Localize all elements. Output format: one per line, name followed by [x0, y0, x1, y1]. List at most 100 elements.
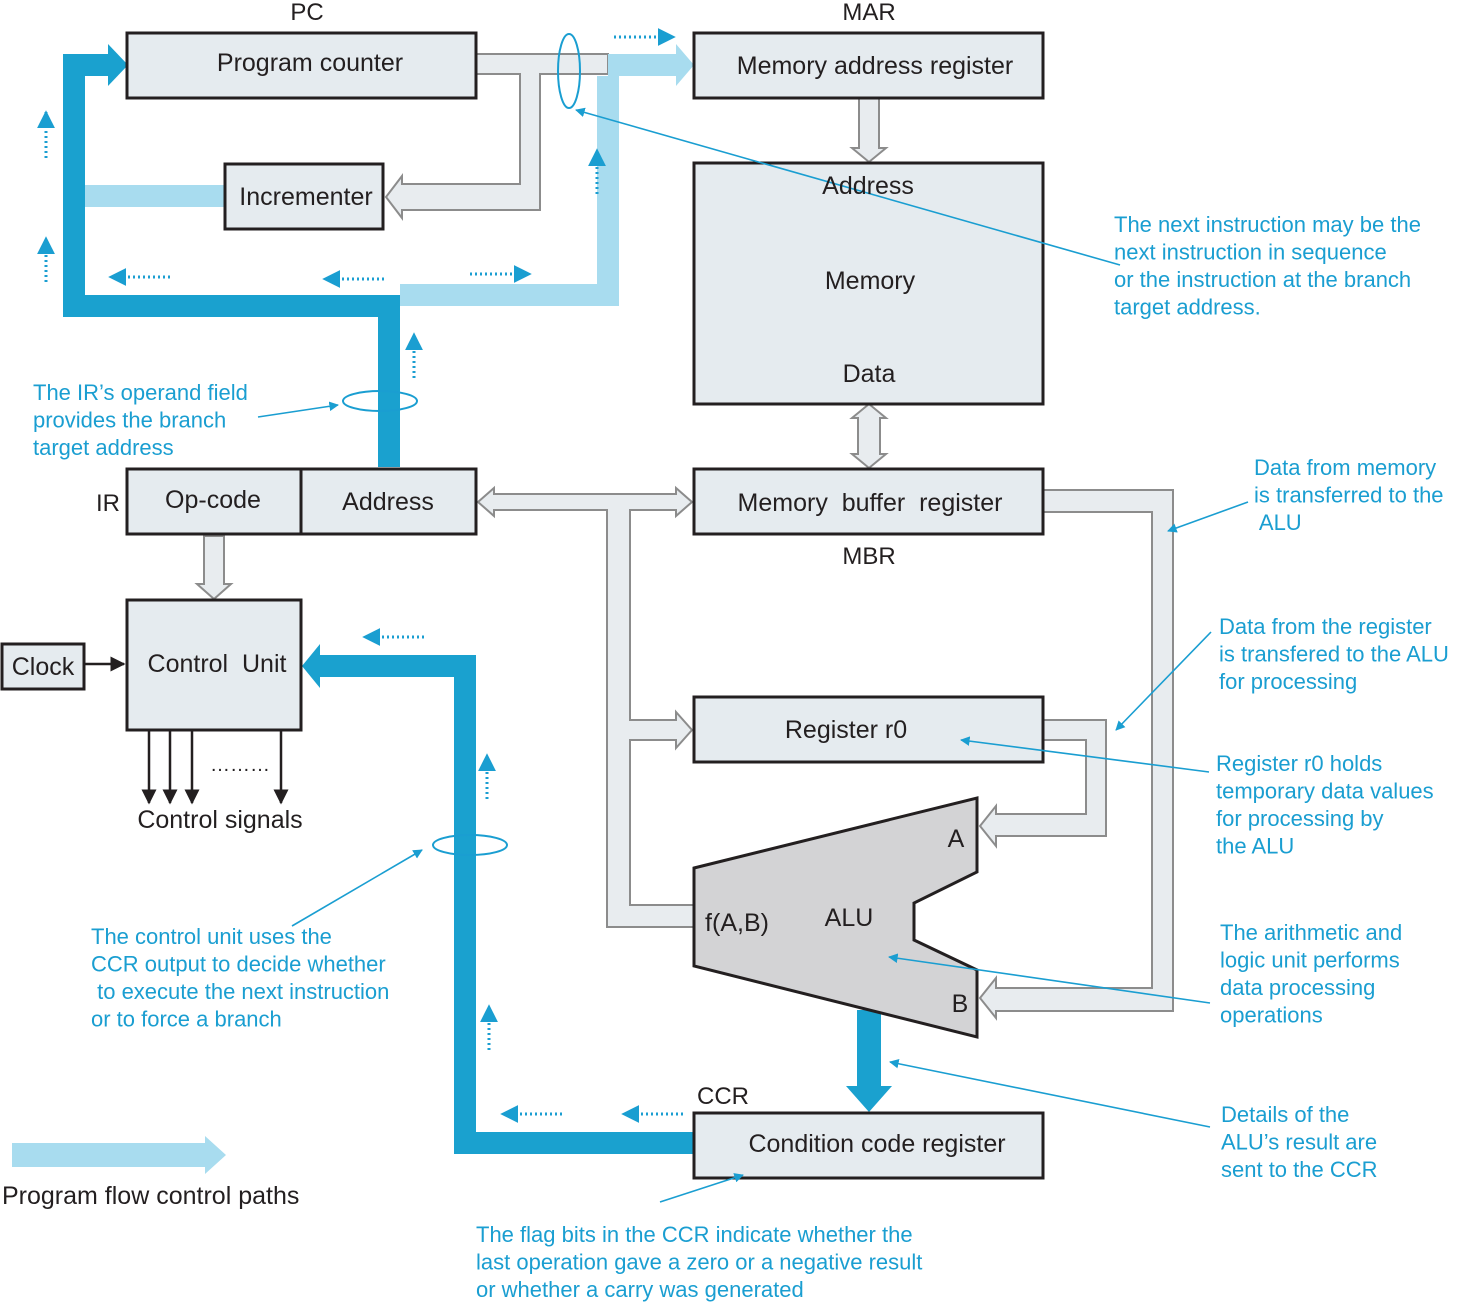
components [0, 31, 1045, 1180]
program-flow-paths [63, 44, 892, 1154]
leader-line [257, 401, 339, 418]
annotation-line: or whether a carry was generated [476, 1277, 804, 1302]
annotation-line: sent to the CCR [1221, 1157, 1378, 1182]
opcode-label: Op-code [165, 486, 261, 514]
alu-to-ccr-path [857, 1010, 881, 1088]
annotation-line: for processing [1219, 669, 1357, 694]
annotation-line: The control unit uses the [91, 924, 332, 949]
branch-to-pc-arrowhead [108, 44, 128, 86]
alu-function-label: f(A,B) [705, 909, 769, 937]
ccr-label: Condition code register [748, 1130, 1005, 1158]
ir-address-label: Address [342, 488, 434, 516]
annotation-line: or to force a branch [91, 1007, 282, 1032]
leader-line [291, 849, 423, 927]
annotation-line: provides the branch [33, 408, 226, 433]
leader-line [1115, 631, 1212, 731]
note-ir-operand: The IR’s operand field provides the branc… [33, 380, 248, 460]
program-counter-box [125, 31, 478, 100]
annotation-line: ALU [1254, 510, 1302, 535]
alu-input-b-label: B [952, 990, 969, 1018]
r0-label: Register r0 [785, 716, 907, 744]
annotation-line: ALU’s result are [1221, 1130, 1377, 1155]
annotation-line: target address. [1114, 295, 1261, 320]
pc-bus-ellipse [557, 33, 581, 109]
note-data-from-register: Data from the register is transfered to t… [1219, 614, 1449, 694]
annotation-line: temporary data values [1216, 779, 1434, 804]
mar-box [692, 31, 1045, 100]
annotation-line: last operation gave a zero or a negative… [476, 1250, 922, 1275]
pc-output-path [384, 53, 609, 221]
annotation-line: The arithmetic and [1220, 920, 1402, 945]
clock-box [0, 642, 86, 691]
annotation-line: to execute the next instruction [91, 979, 389, 1004]
legend-swatch-arrow [12, 1136, 226, 1174]
pc-label: Program counter [217, 49, 403, 77]
memory-address-label: Address [822, 172, 914, 200]
ir-tag: IR [96, 490, 120, 517]
pc-tag: PC [290, 0, 323, 26]
annotation-line: target address [33, 435, 174, 460]
memory-box [692, 161, 1045, 406]
annotation-line: The IR’s operand field [33, 380, 248, 405]
mbr-box [692, 467, 1045, 536]
annotation-line: The flag bits in the CCR indicate whethe… [476, 1222, 913, 1247]
leader-line [575, 107, 1121, 266]
mbr-to-alu-b-path [978, 489, 1174, 1021]
memory-data-label: Data [843, 360, 896, 388]
note-data-from-memory: Data from memory is transferred to the AL… [1254, 455, 1444, 535]
ir-bus-ellipse [342, 390, 418, 412]
mbr-bus-path [476, 485, 695, 928]
incrementer-output-path [84, 185, 226, 207]
control-unit-box [125, 598, 303, 732]
incrementer-box [223, 162, 385, 231]
annotation-line: CCR output to decide whether [91, 952, 386, 977]
annotation-line: the ALU [1216, 834, 1294, 859]
annotation-line: Data from the register [1219, 614, 1432, 639]
annotation-line: or the instruction at the branch [1114, 267, 1411, 292]
annotations: The next instruction may be the next inst… [33, 212, 1449, 1302]
annotation-line: is transfered to the ALU [1219, 642, 1449, 667]
gray-data-paths [194, 53, 1174, 1021]
alu-to-ccr-arrowhead [846, 1086, 892, 1112]
annotation-leaders [257, 33, 1249, 1203]
ccr-bus-ellipse [432, 834, 508, 856]
annotation-line: operations [1220, 1003, 1323, 1028]
leader-line [888, 953, 1211, 1004]
alu-shape [692, 796, 979, 1039]
alu-label: ALU [825, 904, 874, 932]
memory-label: Memory [825, 267, 916, 295]
ir-address-box [299, 467, 478, 536]
ccr-box [692, 1111, 1045, 1180]
annotation-line: for processing by [1216, 806, 1384, 831]
leader-line [889, 1059, 1211, 1128]
flow-direction-arrows [37, 28, 683, 1123]
branch-to-mar-path [400, 76, 619, 306]
branch-to-pc-path [63, 54, 400, 467]
annotation-line: data processing [1220, 975, 1375, 1000]
mbr-tag: MBR [842, 543, 895, 570]
leader-line [960, 736, 1210, 773]
mar-to-memory-arrow [849, 97, 889, 164]
control-unit-label: Control Unit [148, 650, 287, 678]
leader-line [1167, 501, 1249, 533]
ccr-tag: CCR [697, 1083, 749, 1110]
annotation-line: Data from memory [1254, 455, 1436, 480]
opcode-box [125, 467, 303, 536]
ccr-to-control-path [318, 655, 694, 1154]
annotation-line: next instruction in sequence [1114, 240, 1387, 265]
annotation-line: is transferred to the [1254, 483, 1444, 508]
control-connections [84, 656, 289, 805]
opcode-to-control-arrow [194, 535, 234, 601]
mar-tag: MAR [842, 0, 895, 26]
clock-label: Clock [12, 653, 75, 681]
control-signals-dots: ……… [210, 754, 270, 776]
component-labels: PC Program counter MAR Memory address re… [2, 0, 1013, 1210]
annotation-line: The next instruction may be the [1114, 212, 1421, 237]
note-next-instruction: The next instruction may be the next inst… [1114, 212, 1421, 320]
annotation-line: Register r0 holds [1216, 751, 1382, 776]
